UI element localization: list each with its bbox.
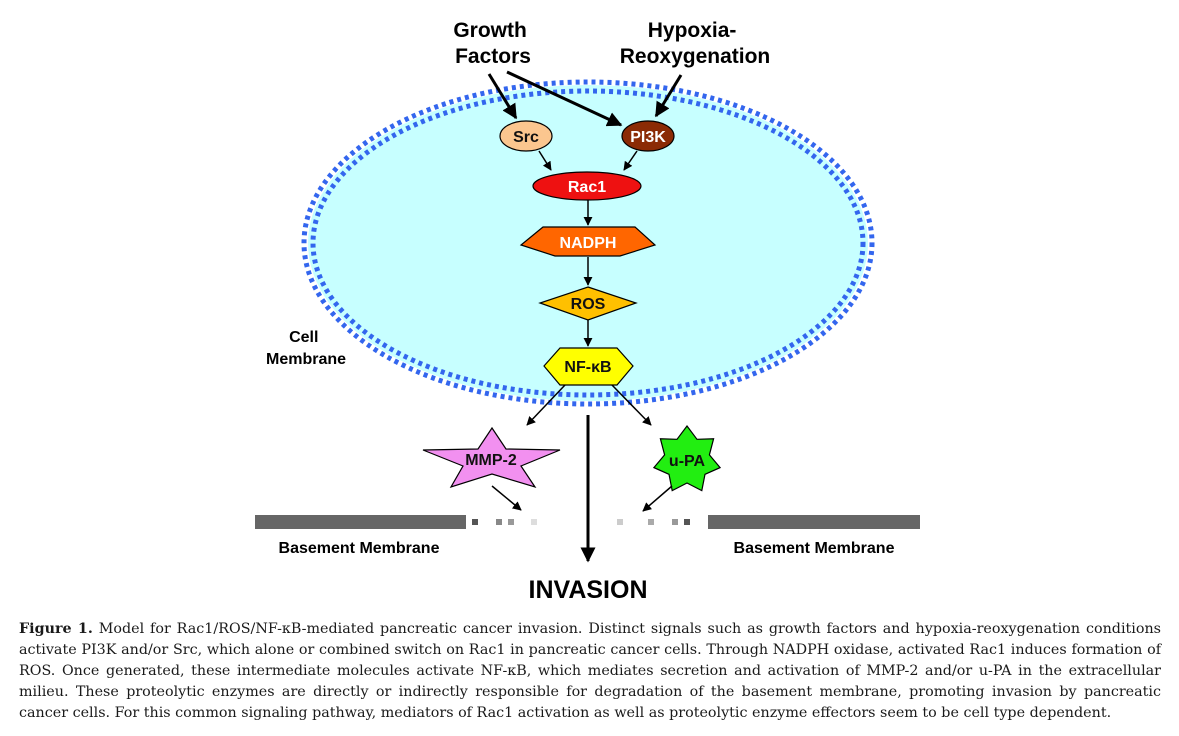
basement-fragment — [531, 519, 537, 525]
nadph-node: NADPH — [519, 226, 657, 257]
arrow-growth-to-src — [487, 73, 518, 120]
basement-fragment — [684, 519, 690, 525]
basement-fragment — [496, 519, 502, 525]
rac1-node: Rac1 — [532, 171, 642, 201]
src-label: Src — [513, 129, 539, 146]
basement-membrane-right-bar — [708, 515, 920, 529]
cell-membrane-outer — [301, 79, 875, 407]
arrow-src-to-rac1 — [538, 150, 552, 171]
growth-factors-label: Growth Factors — [453, 19, 532, 68]
nfkb-label: NF-κB — [564, 359, 611, 376]
pi3k-label: PI3K — [630, 129, 666, 146]
upa-node: u-PA — [652, 425, 722, 492]
cell-membrane-label: Cell Membrane — [266, 329, 346, 368]
hypoxia-reoxygenation-label: Hypoxia- Reoxygenation — [620, 19, 771, 68]
basement-membrane-right-label: Basement Membrane — [734, 540, 895, 557]
ros-label: ROS — [571, 296, 606, 313]
nadph-label: NADPH — [560, 235, 617, 252]
arrow-hypoxia-to-pi3k — [654, 74, 683, 118]
pi3k-node: PI3K — [621, 120, 675, 152]
rac1-label: Rac1 — [568, 179, 606, 196]
arrow-growth-to-pi3k — [506, 70, 623, 127]
nfkb-node: NF-κB — [543, 347, 634, 386]
upa-label: u-PA — [669, 453, 706, 470]
figure-caption-text: Model for Rac1/ROS/NF-κB-mediated pancre… — [19, 621, 1162, 721]
arrow-nfkb-to-upa — [611, 384, 652, 426]
basement-fragment — [508, 519, 514, 525]
src-node: Src — [499, 120, 553, 152]
rac1-pathway-diagram: Growth Factors Hypoxia- Reoxygenation Ce… — [255, 19, 920, 604]
invasion-label: INVASION — [529, 576, 648, 604]
basement-fragment — [648, 519, 654, 525]
basement-membrane-left-label: Basement Membrane — [279, 540, 440, 557]
arrow-mmp2-to-membrane — [491, 485, 522, 511]
basement-fragment — [472, 519, 478, 525]
figure-label: Figure 1. — [19, 621, 93, 637]
basement-fragment — [617, 519, 623, 525]
mmp2-node: MMP-2 — [422, 426, 561, 489]
basement-fragment — [672, 519, 678, 525]
basement-membrane-left-bar — [255, 515, 466, 529]
arrow-pi3k-to-rac1 — [623, 150, 638, 171]
figure-caption: Figure 1. Model for Rac1/ROS/NF-κB-media… — [19, 619, 1161, 724]
arrow-upa-to-membrane — [642, 485, 673, 512]
cell-membrane-inner — [310, 88, 866, 398]
arrow-nfkb-to-mmp2 — [526, 384, 566, 426]
mmp2-label: MMP-2 — [465, 452, 517, 469]
